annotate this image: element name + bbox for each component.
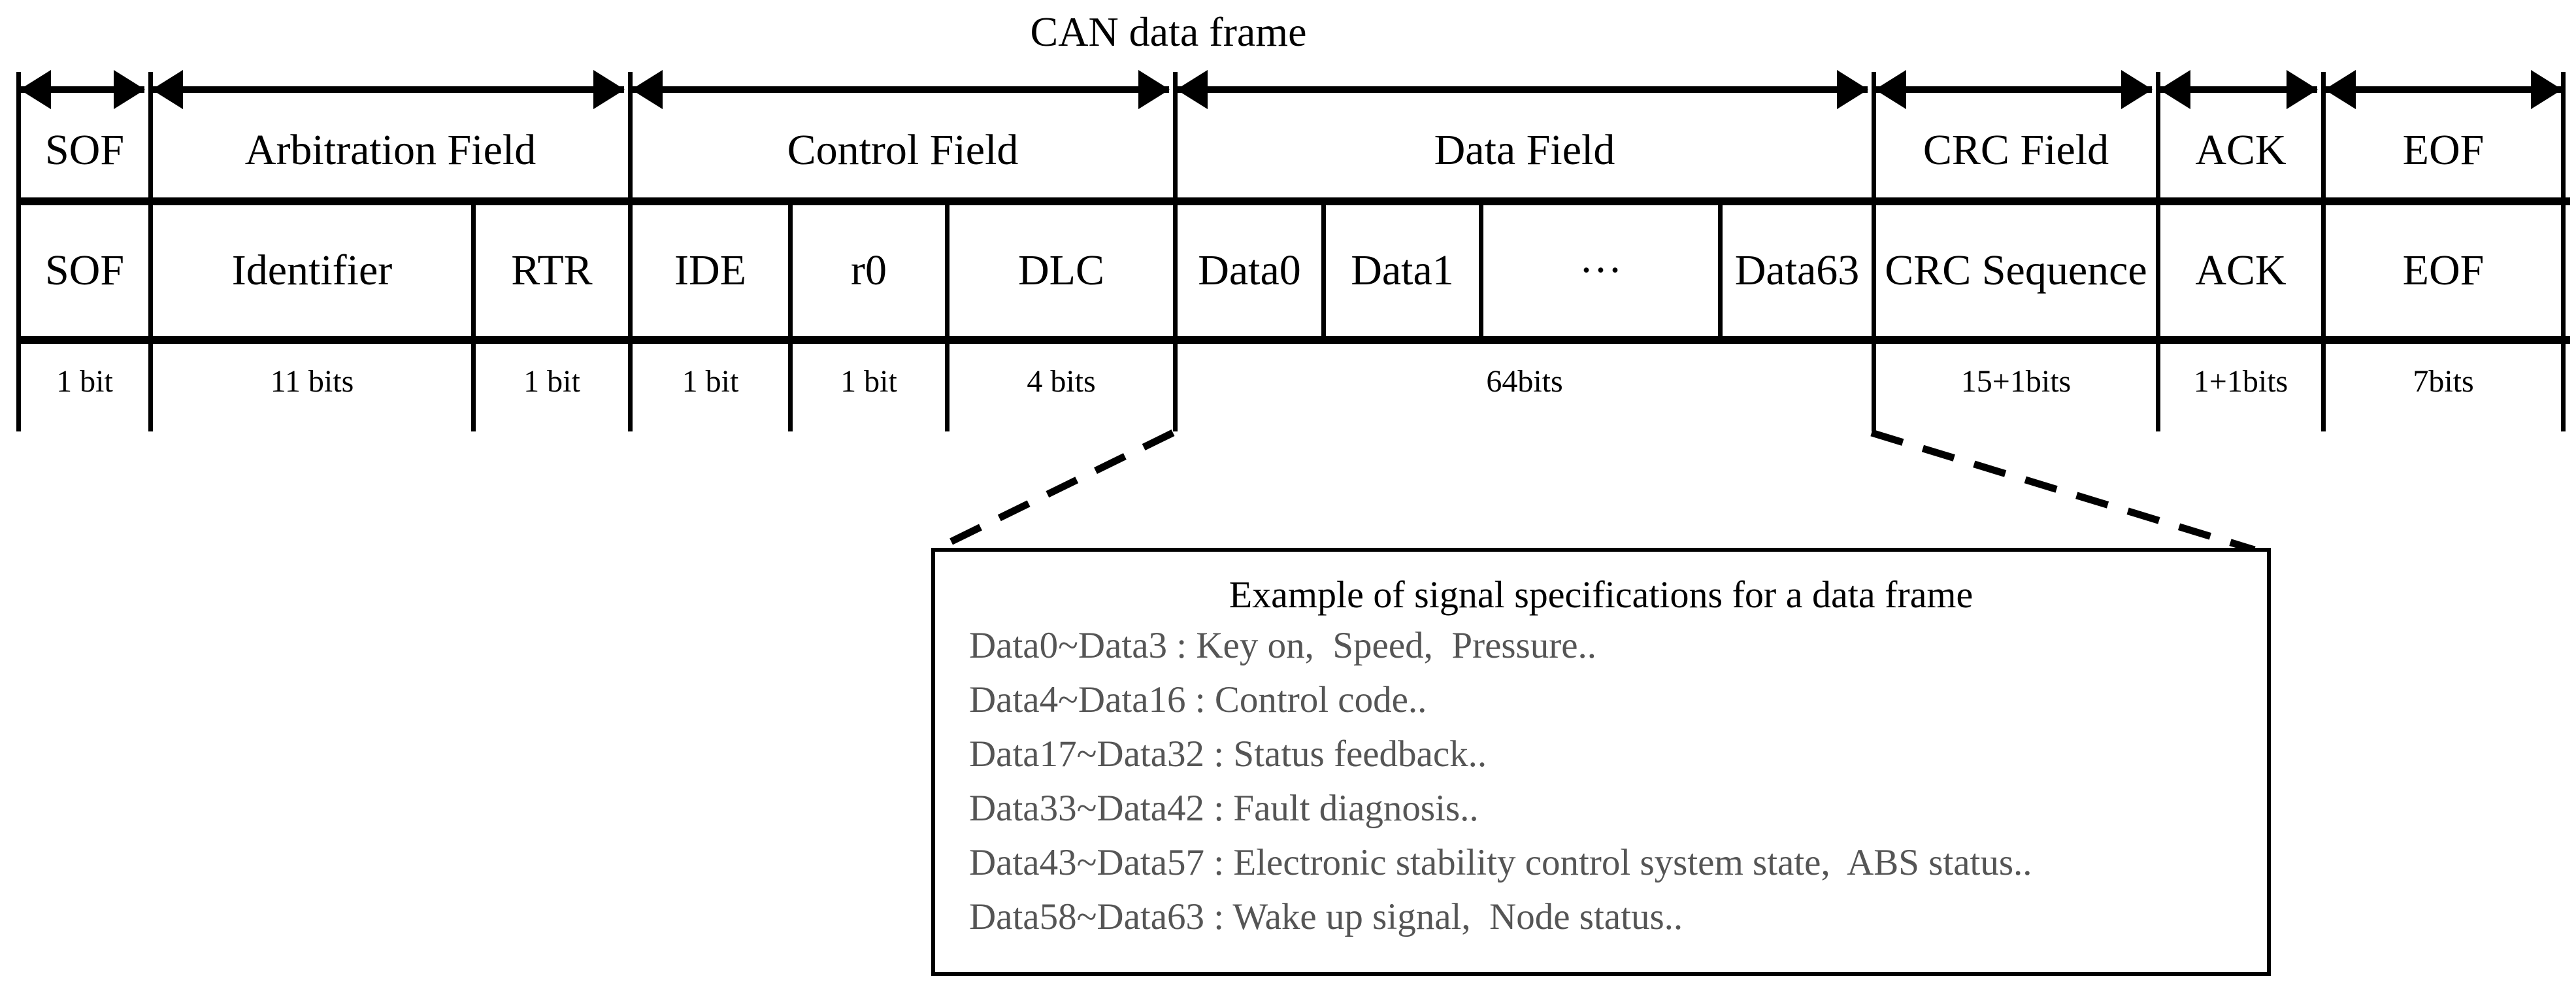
bit-width-cell-crc: 15+1bits (1872, 340, 2156, 431)
bit-width-cell-eof: 7bits (2321, 340, 2566, 431)
dashed-connector-right (1870, 429, 2256, 554)
field-group-cell-eof: EOF (2321, 72, 2566, 201)
field-span-arrow-control (628, 70, 1173, 109)
arrowhead-right-icon (2121, 70, 2153, 109)
subfield-cell-identifier: Identifier (148, 201, 471, 340)
arrow-shaft (632, 86, 1169, 93)
field-group-cell-ack: ACK (2156, 72, 2321, 201)
arrowhead-right-icon (114, 70, 145, 109)
example-line-data4-data16: Data4~Data16 : Control code.. (969, 679, 1427, 720)
example-line-data33-data42: Data33~Data42 : Fault diagnosis.. (969, 788, 1479, 829)
bit-width-cell-ide: 1 bit (628, 340, 788, 431)
example-line-data58-data63: Data58~Data63 : Wake up signal, Node sta… (969, 896, 1683, 937)
bit-width-cell-identifier: 11 bits (148, 340, 471, 431)
subfield-cell-sof: SOF (16, 201, 148, 340)
bit-width-cell-rtr: 1 bit (471, 340, 628, 431)
subfield-cell-crc-sequence: CRC Sequence (1872, 201, 2156, 340)
arrow-shaft (2325, 86, 2562, 93)
field-span-arrow-crc (1872, 70, 2156, 109)
subfield-cell-ack: ACK (2156, 201, 2321, 340)
field-group-cell-crc: CRC Field (1872, 72, 2156, 201)
example-line-data17-data32: Data17~Data32 : Status feedback.. (969, 733, 1487, 775)
arrow-shaft (152, 86, 624, 93)
arrowhead-right-icon (2287, 70, 2318, 109)
subfield-cell-r0: r0 (788, 201, 945, 340)
example-box: Example of signal specifications for a d… (931, 548, 2271, 976)
arrowhead-right-icon (1837, 70, 1868, 109)
subfield-cell-data0: Data0 (1173, 201, 1321, 340)
bit-width-cell-r0: 1 bit (788, 340, 945, 431)
field-span-arrow-data (1173, 70, 1872, 109)
bit-width-cell-ack: 1+1bits (2156, 340, 2321, 431)
arrowhead-right-icon (1138, 70, 1170, 109)
example-box-title: Example of signal specifications for a d… (1229, 573, 1973, 616)
arrow-shaft (2160, 86, 2317, 93)
field-group-cell-arbitration: Arbitration Field (148, 72, 628, 201)
arrow-shaft (20, 86, 144, 93)
subfield-cell-ide: IDE (628, 201, 788, 340)
dashed-connector-left (934, 429, 1175, 552)
example-box-lines: Data0~Data3 : Key on, Speed, Pressure.. … (969, 618, 2260, 944)
subfield-cell-ellipsis: ··· (1479, 201, 1718, 340)
row-separator (16, 197, 2570, 205)
row-separator (16, 336, 2570, 344)
field-group-cell-control: Control Field (628, 72, 1173, 201)
bit-width-cell-data: 64bits (1173, 340, 1872, 431)
bit-width-cell-dlc: 4 bits (945, 340, 1173, 431)
field-span-arrow-arbitration (148, 70, 628, 109)
arrow-shaft (1177, 86, 1868, 93)
subfield-cell-data1: Data1 (1321, 201, 1479, 340)
example-line-data43-data57: Data43~Data57 : Electronic stability con… (969, 842, 2032, 883)
field-group-cell-data: Data Field (1173, 72, 1872, 201)
bit-width-cell-sof: 1 bit (16, 340, 148, 431)
subfield-cell-rtr: RTR (471, 201, 628, 340)
subfield-cell-data63: Data63 (1718, 201, 1872, 340)
arrowhead-right-icon (593, 70, 625, 109)
arrow-shaft (1875, 86, 2152, 93)
example-line-data0-data3: Data0~Data3 : Key on, Speed, Pressure.. (969, 625, 1597, 666)
field-span-arrow-eof (2321, 70, 2566, 109)
diagram-title: CAN data frame (1030, 8, 1307, 55)
arrowhead-right-icon (2531, 70, 2562, 109)
field-group-cell-sof: SOF (16, 72, 148, 201)
subfield-cell-dlc: DLC (945, 201, 1173, 340)
field-span-arrow-ack (2156, 70, 2321, 109)
field-span-arrow-sof (16, 70, 148, 109)
subfield-cell-eof: EOF (2321, 201, 2566, 340)
